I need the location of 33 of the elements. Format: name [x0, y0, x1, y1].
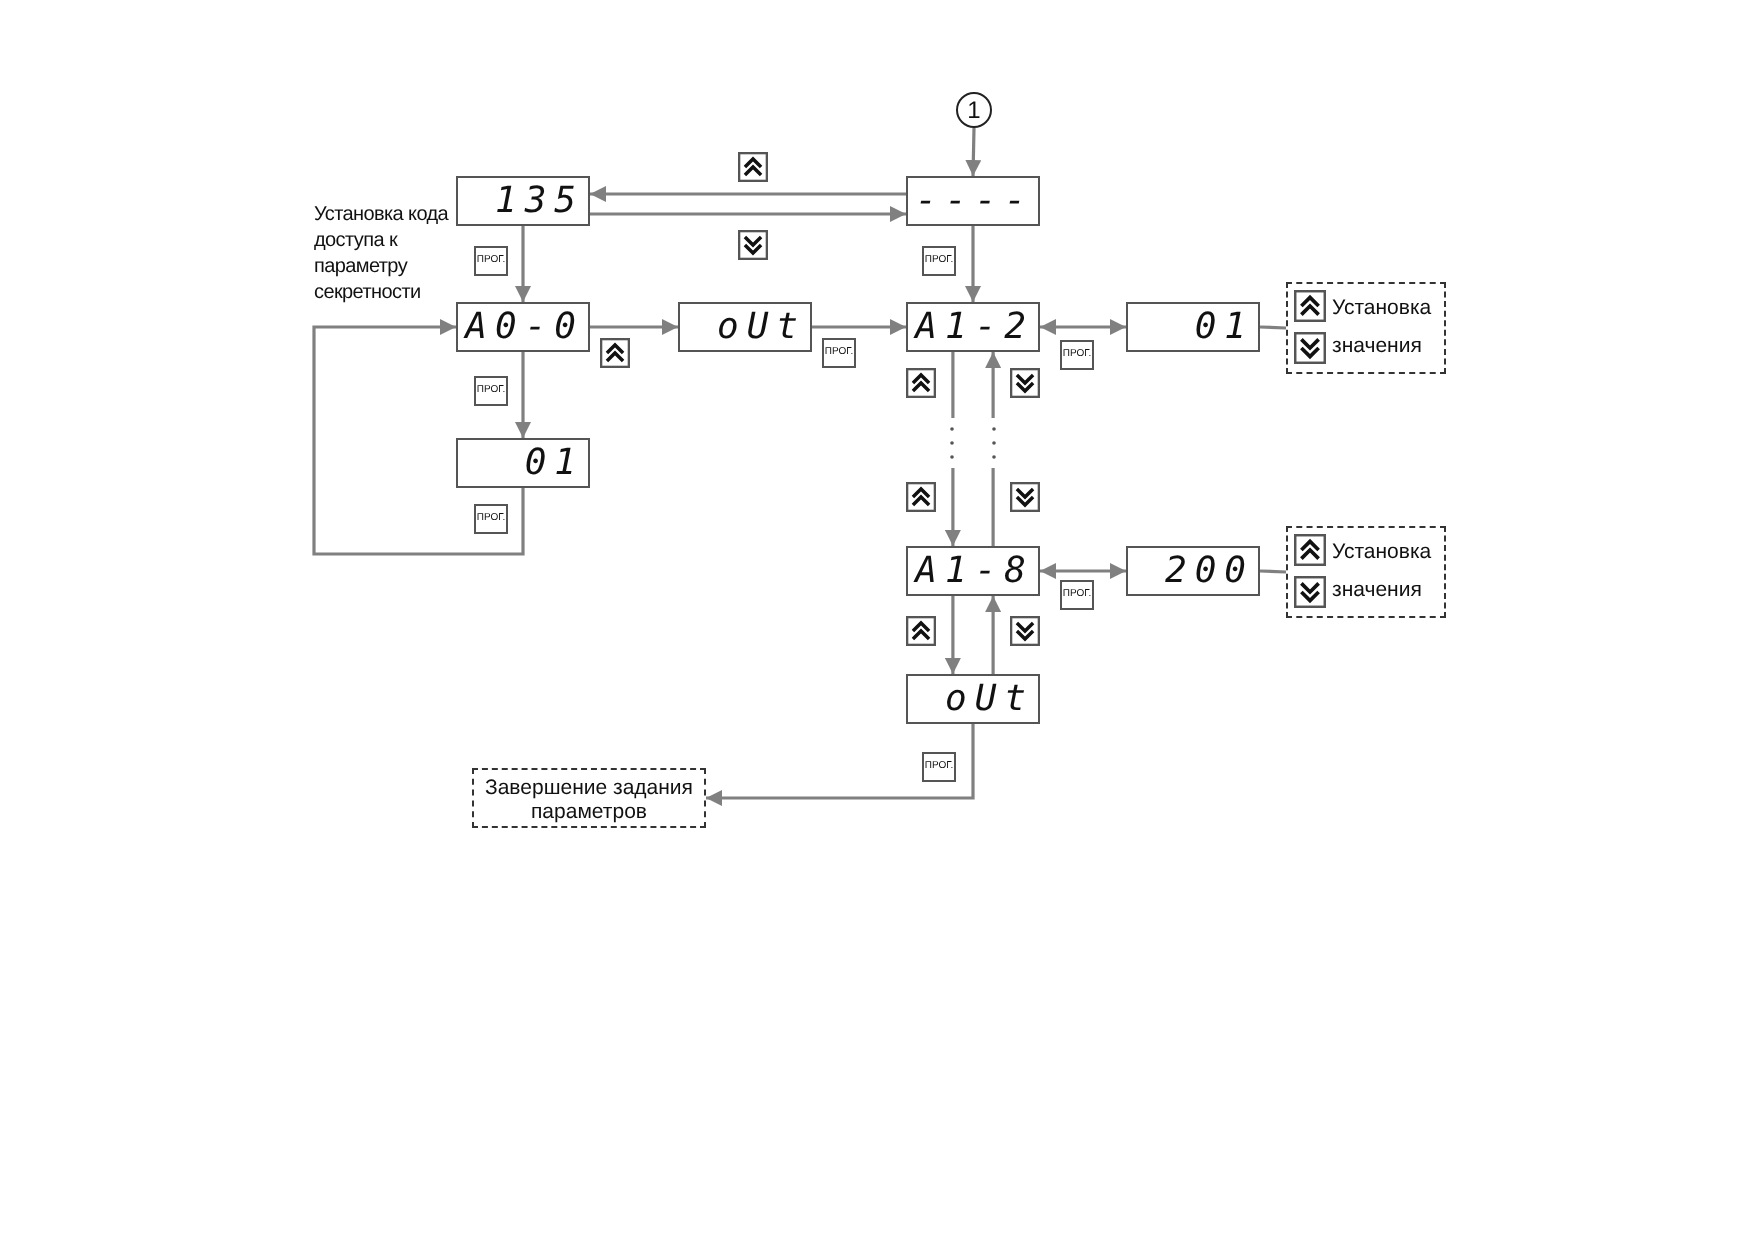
display-box: 01: [456, 438, 590, 488]
number-circle: 1: [956, 92, 992, 128]
arrow: [965, 127, 982, 177]
arrow: [1040, 563, 1126, 579]
arrow: [515, 352, 531, 438]
arrow: [312, 319, 525, 556]
dashed-frame: Завершение задания параметров: [472, 768, 706, 828]
connector-line: [1259, 325, 1287, 330]
connector-line: [1259, 569, 1287, 574]
annotation-text: Установка кода доступа к параметру секретности: [314, 202, 451, 306]
arrow: [944, 596, 961, 674]
display-box: oUt: [906, 674, 1040, 724]
arrow: [590, 206, 906, 222]
display-box: 01: [1126, 302, 1260, 352]
arrow: [812, 319, 906, 335]
arrow: [965, 226, 981, 302]
display-box: A1-2: [906, 302, 1040, 352]
dashed-frame: [1286, 526, 1446, 618]
display-box: A0-0: [456, 302, 590, 352]
display-box: oUt: [678, 302, 812, 352]
arrow: [1040, 319, 1126, 335]
arrow: [706, 724, 975, 806]
note-text: Установка значения: [1332, 294, 1434, 362]
arrow: [515, 226, 531, 302]
display-box: ----: [906, 176, 1040, 226]
dashed-frame: [1286, 282, 1446, 374]
arrow: [590, 186, 906, 202]
arrow: [590, 319, 678, 335]
note-text: Установка значения: [1332, 538, 1434, 606]
display-box: A1-8: [906, 546, 1040, 596]
display-box: 135: [456, 176, 590, 226]
arrow: [985, 596, 1002, 674]
display-box: 200: [1126, 546, 1260, 596]
